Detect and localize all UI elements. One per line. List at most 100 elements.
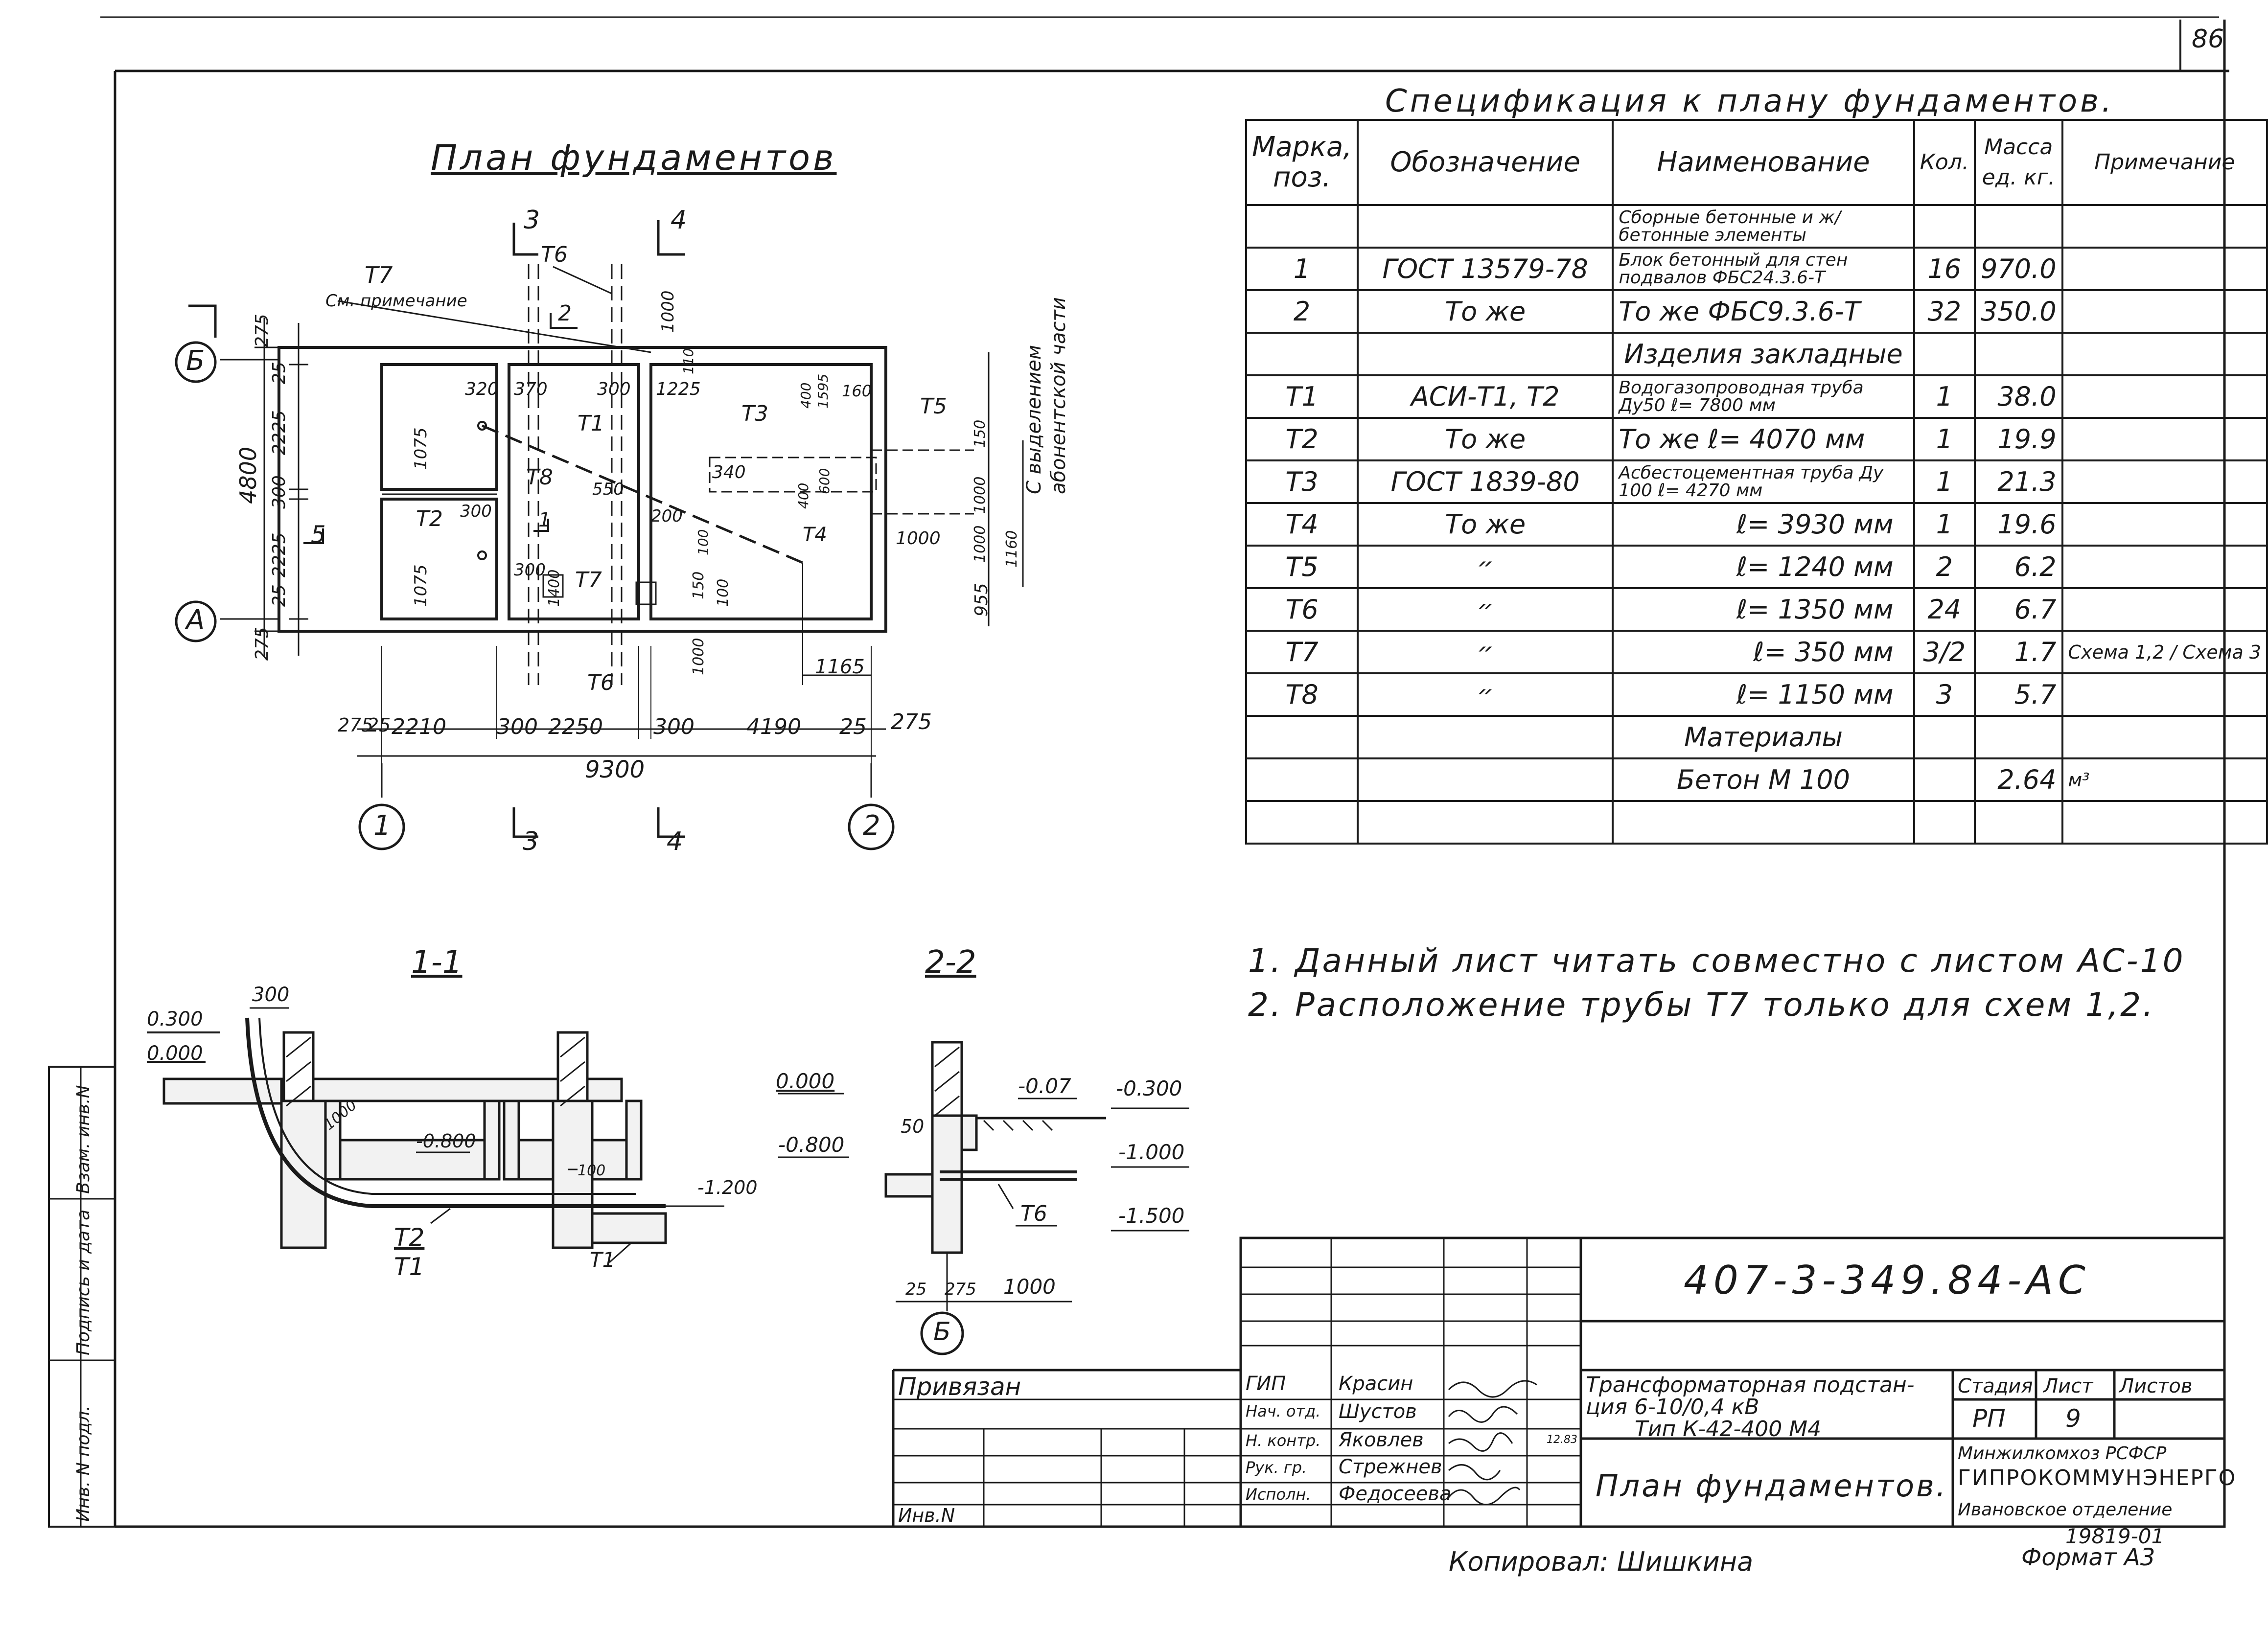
spec-cell-qty bbox=[1913, 800, 1976, 845]
spec-title: Спецификация к плану фундаментов. bbox=[1385, 83, 2115, 119]
spec-cell-name: ℓ= 1150 мм bbox=[1612, 672, 1915, 717]
project-line-3: Тип К-42-400 М4 bbox=[1635, 1417, 1822, 1442]
spec-cell-mass: 19.6 bbox=[1973, 502, 2063, 547]
spec-cell-mass bbox=[1973, 800, 2063, 845]
spec-cell-designation: То же bbox=[1357, 417, 1614, 461]
dim-overall-width: 9300 bbox=[585, 756, 645, 783]
section-2-mark-0800: -0.800 bbox=[778, 1133, 845, 1157]
spec-cell-qty: 1 bbox=[1913, 374, 1976, 419]
section-1-dim-300: 300 bbox=[252, 984, 290, 1006]
spec-row: Материалы bbox=[1245, 715, 2268, 759]
spec-cell-mass bbox=[1973, 204, 2063, 249]
spec-cell-designation: То же bbox=[1357, 502, 1614, 547]
org-line-2: ГИПРОКОММУНЭНЕРГО bbox=[1958, 1465, 2237, 1490]
spec-cell-qty: 16 bbox=[1913, 247, 1976, 291]
label-t4: Т4 bbox=[803, 524, 827, 546]
spec-cell-designation: ״ bbox=[1357, 587, 1614, 632]
spec-cell-designation bbox=[1357, 715, 1614, 759]
spec-row bbox=[1245, 800, 2268, 845]
spec-cell-mark bbox=[1245, 204, 1359, 249]
role-3: Рук. гр. bbox=[1246, 1458, 1307, 1477]
spec-cell-designation bbox=[1357, 757, 1614, 802]
spec-cell-mark: Т2 bbox=[1245, 417, 1359, 461]
spec-cell-name: То же ℓ= 4070 мм bbox=[1612, 417, 1915, 461]
spec-cell-designation: ״ bbox=[1357, 630, 1614, 674]
cut-label-2: 2 bbox=[558, 301, 572, 326]
spec-header-mass: Масса ед. кг. bbox=[1973, 119, 2063, 206]
dim-340: 340 bbox=[712, 462, 746, 482]
section-2-mark-0300: -0.300 bbox=[1116, 1076, 1182, 1100]
sheets-label: Листов bbox=[2119, 1375, 2193, 1397]
label-t5: Т5 bbox=[920, 394, 947, 419]
axis-bubble-1 bbox=[358, 803, 405, 850]
cut-label-4-top: 4 bbox=[671, 206, 687, 235]
section-1-mark-0300: 0.300 bbox=[147, 1008, 203, 1030]
cut-label-3-bottom: 3 bbox=[523, 827, 539, 856]
format-label: Формат А3 bbox=[2021, 1544, 2155, 1571]
spec-cell-mark: Т5 bbox=[1245, 545, 1359, 589]
label-t7-note: Т7 bbox=[365, 262, 393, 288]
spec-table: Марка, поз. Обозначение Наименование Кол… bbox=[1245, 119, 2268, 845]
spec-cell-name: Материалы bbox=[1612, 715, 1915, 759]
axis-bubble-2 bbox=[848, 803, 895, 850]
spec-cell-qty: 1 bbox=[1913, 502, 1976, 547]
spec-cell-note bbox=[2061, 374, 2268, 419]
dim-bottom-300b: 300 bbox=[653, 714, 694, 739]
spec-cell-name: То же ФБС9.3.6-Т bbox=[1612, 289, 1915, 334]
spec-cell-qty bbox=[1913, 757, 1976, 802]
dim-bottom-275a: 275 bbox=[338, 714, 373, 736]
spec-cell-note bbox=[2061, 502, 2268, 547]
section-1-mark-0800: -0.800 bbox=[416, 1130, 476, 1152]
cut-label-4-bottom: 4 bbox=[667, 827, 683, 856]
spec-cell-designation: ״ bbox=[1357, 672, 1614, 717]
spec-cell-mass: 21.3 bbox=[1973, 459, 2063, 504]
spec-cell-note bbox=[2061, 204, 2268, 249]
spec-cell-mark: Т4 bbox=[1245, 502, 1359, 547]
axis-label-b: Б bbox=[186, 345, 205, 377]
dim-300b: 300 bbox=[460, 502, 492, 521]
spec-cell-name: ℓ= 1350 мм bbox=[1612, 587, 1915, 632]
role-2: Н. контр. bbox=[1246, 1431, 1321, 1450]
note-2: 2. Расположение трубы Т7 только для схем… bbox=[1248, 986, 2155, 1024]
label-t6-bottom: Т6 bbox=[587, 670, 614, 695]
axis-bubble-b bbox=[175, 341, 217, 383]
spec-cell-note bbox=[2061, 715, 2268, 759]
section-2-mark-007: -0.07 bbox=[1018, 1074, 1071, 1098]
dim-bottom-2210: 2210 bbox=[392, 714, 446, 739]
section-2-mark-0000: 0.000 bbox=[776, 1069, 835, 1093]
section-2-dim-25: 25 bbox=[905, 1280, 927, 1299]
spec-cell-note bbox=[2061, 587, 2268, 632]
dim-1165: 1165 bbox=[815, 656, 865, 678]
spec-cell-designation: ГОСТ 13579-78 bbox=[1357, 247, 1614, 291]
dim-300a: 300 bbox=[597, 379, 631, 399]
dim-370: 370 bbox=[514, 379, 548, 399]
name-4: Федосеева bbox=[1339, 1483, 1452, 1505]
spec-header-qty: Кол. bbox=[1913, 119, 1976, 206]
sheet-label: Лист bbox=[2043, 1375, 2093, 1397]
spec-cell-name: Сборные бетонные и ж/ бетонные элементы bbox=[1612, 204, 1915, 249]
spec-cell-note bbox=[2061, 247, 2268, 291]
spec-cell-designation: ״ bbox=[1357, 545, 1614, 589]
name-2: Яковлев bbox=[1339, 1429, 1424, 1451]
org-line-3: Ивановское отделение bbox=[1958, 1500, 2173, 1520]
spec-cell-mass: 970.0 bbox=[1973, 247, 2063, 291]
axis-label-a: А bbox=[186, 604, 205, 636]
spec-cell-name: Блок бетонный для стен подвалов ФБС24.3.… bbox=[1612, 247, 1915, 291]
privyazan-label: Привязан bbox=[898, 1373, 1021, 1401]
section-2-dim-50: 50 bbox=[901, 1116, 925, 1137]
spec-cell-name bbox=[1612, 800, 1915, 845]
spec-cell-qty: 3 bbox=[1913, 672, 1976, 717]
label-t6-top: Т6 bbox=[541, 242, 568, 267]
spec-cell-note bbox=[2061, 459, 2268, 504]
dim-1000-mid: 1000 bbox=[896, 528, 941, 549]
spec-cell-note bbox=[2061, 800, 2268, 845]
sheet-number: 86 bbox=[2192, 24, 2224, 54]
